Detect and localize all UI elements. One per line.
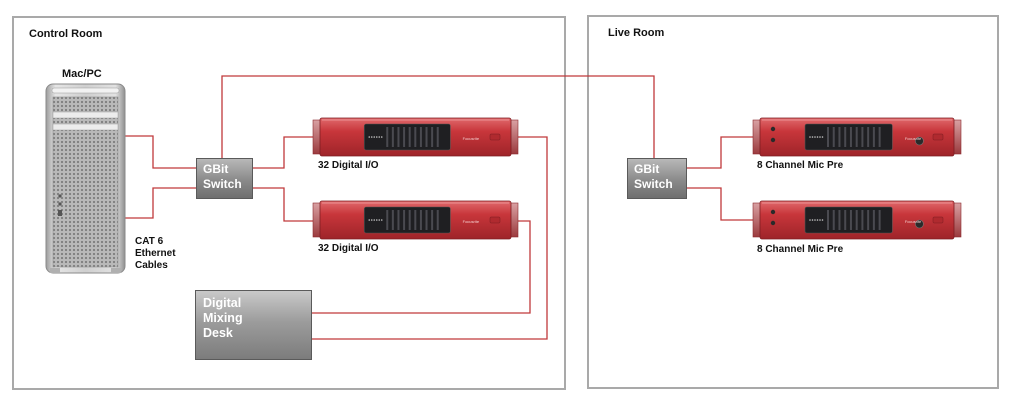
- cable-mac-to-switch-lower: [125, 187, 197, 219]
- cable-mac-to-switch-upper: [125, 135, 197, 169]
- cables-label-line-2: Ethernet: [135, 248, 176, 259]
- desk-line-3: Desk: [203, 326, 233, 340]
- mic-pre-unit-1-brand-text: Focusrite: [905, 136, 922, 141]
- cable-switch-to-live-switch: [221, 75, 655, 158]
- cable-switch-to-io-1: [252, 136, 318, 169]
- digital-io-unit-1-brand-text: Focusrite: [463, 136, 480, 141]
- digital-io-unit-2-brand-text: Focusrite: [463, 219, 480, 224]
- mac-pc-tower: [45, 83, 126, 274]
- mic-pre-unit-2-brand-text: Focusrite: [905, 219, 922, 224]
- cable-io-1-to-desk: [311, 136, 548, 340]
- digital-io-unit-1: Focusrite: [312, 117, 519, 157]
- cable-live-switch-to-mic-2: [686, 187, 759, 221]
- control-gbit-switch: GBit Switch: [196, 158, 253, 199]
- io-2-label: 32 Digital I/O: [318, 243, 379, 254]
- cable-live-switch-to-mic-1: [686, 136, 759, 169]
- digital-mixing-desk: Digital Mixing Desk: [195, 290, 312, 360]
- control-room-frame: [12, 16, 566, 390]
- cable-switch-to-io-2: [252, 187, 318, 222]
- cables-label-line-3: Cables: [135, 260, 168, 271]
- mic-pre-2-label: 8 Channel Mic Pre: [757, 244, 844, 255]
- live-room-frame: [587, 15, 999, 389]
- mic-pre-unit-2: Focusrite: [752, 200, 962, 240]
- desk-line-2: Mixing: [203, 311, 243, 325]
- live-room-title: Live Room: [608, 27, 665, 39]
- cable-group: [125, 75, 759, 340]
- control-switch-line-2: Switch: [203, 177, 242, 191]
- cable-io-2-to-desk: [311, 220, 531, 314]
- io-1-label: 32 Digital I/O: [318, 160, 379, 171]
- control-switch-line-1: GBit: [203, 162, 229, 176]
- live-switch-line-1: GBit: [634, 162, 660, 176]
- mac-pc-label: Mac/PC: [62, 68, 102, 80]
- live-gbit-switch: GBit Switch: [627, 158, 687, 199]
- desk-line-1: Digital: [203, 296, 242, 310]
- control-room-title: Control Room: [29, 28, 103, 40]
- mic-pre-unit-1: Focusrite: [752, 117, 962, 157]
- cat6-cables-label: CAT 6 Ethernet Cables: [135, 236, 176, 272]
- mic-pre-1-label: 8 Channel Mic Pre: [757, 160, 844, 171]
- live-switch-line-2: Switch: [634, 177, 673, 191]
- digital-io-unit-2: Focusrite: [312, 200, 519, 240]
- cables-label-line-1: CAT 6: [135, 236, 164, 247]
